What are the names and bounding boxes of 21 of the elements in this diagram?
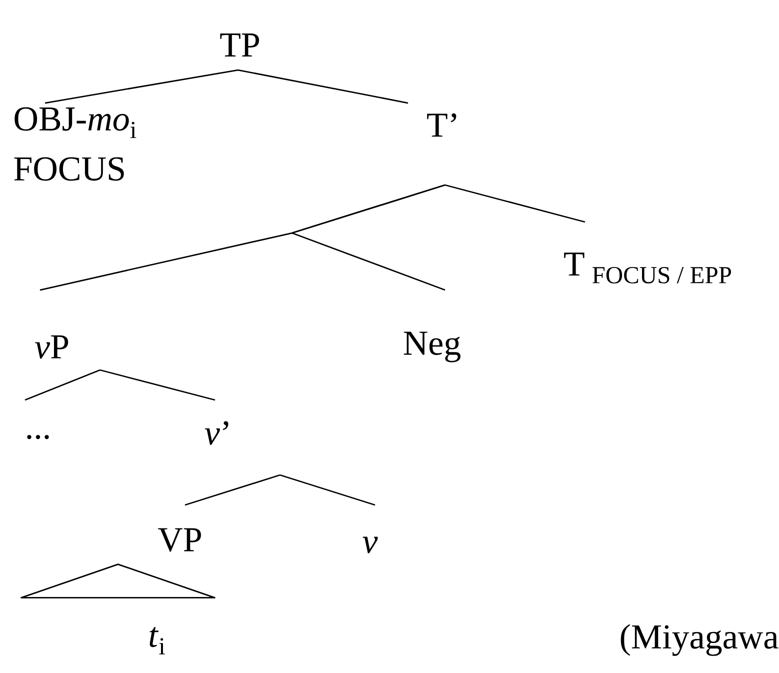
citation: (Miyagawa	[620, 624, 778, 656]
branch-line	[291, 184, 446, 291]
tree-label: $\textit{v}\text{P}$	[35, 335, 68, 359]
tree-label: v’	[204, 421, 228, 445]
branch-line	[100, 369, 216, 401]
branch-line	[444, 184, 586, 223]
tree-label: v	[362, 536, 378, 554]
tree-label: VP	[158, 528, 201, 552]
tree-label: OBJ-mo$_{i}$ FOCUS	[14, 107, 136, 181]
tree-label: t$_{i}$	[150, 627, 165, 654]
branch-line	[44, 69, 238, 104]
branch-line	[280, 474, 376, 506]
tree-label: Neg	[404, 332, 460, 362]
tree-label: $\text{T}\;_{\text{FOCUS / EPP}}$	[564, 252, 731, 284]
triangle	[20, 564, 216, 598]
branch-line	[238, 69, 408, 104]
tree-label: T’	[427, 113, 456, 137]
branch-line	[184, 474, 280, 506]
branch-line	[24, 369, 100, 401]
tree-label: TP	[220, 34, 260, 56]
tree-label: ...	[27, 434, 49, 440]
